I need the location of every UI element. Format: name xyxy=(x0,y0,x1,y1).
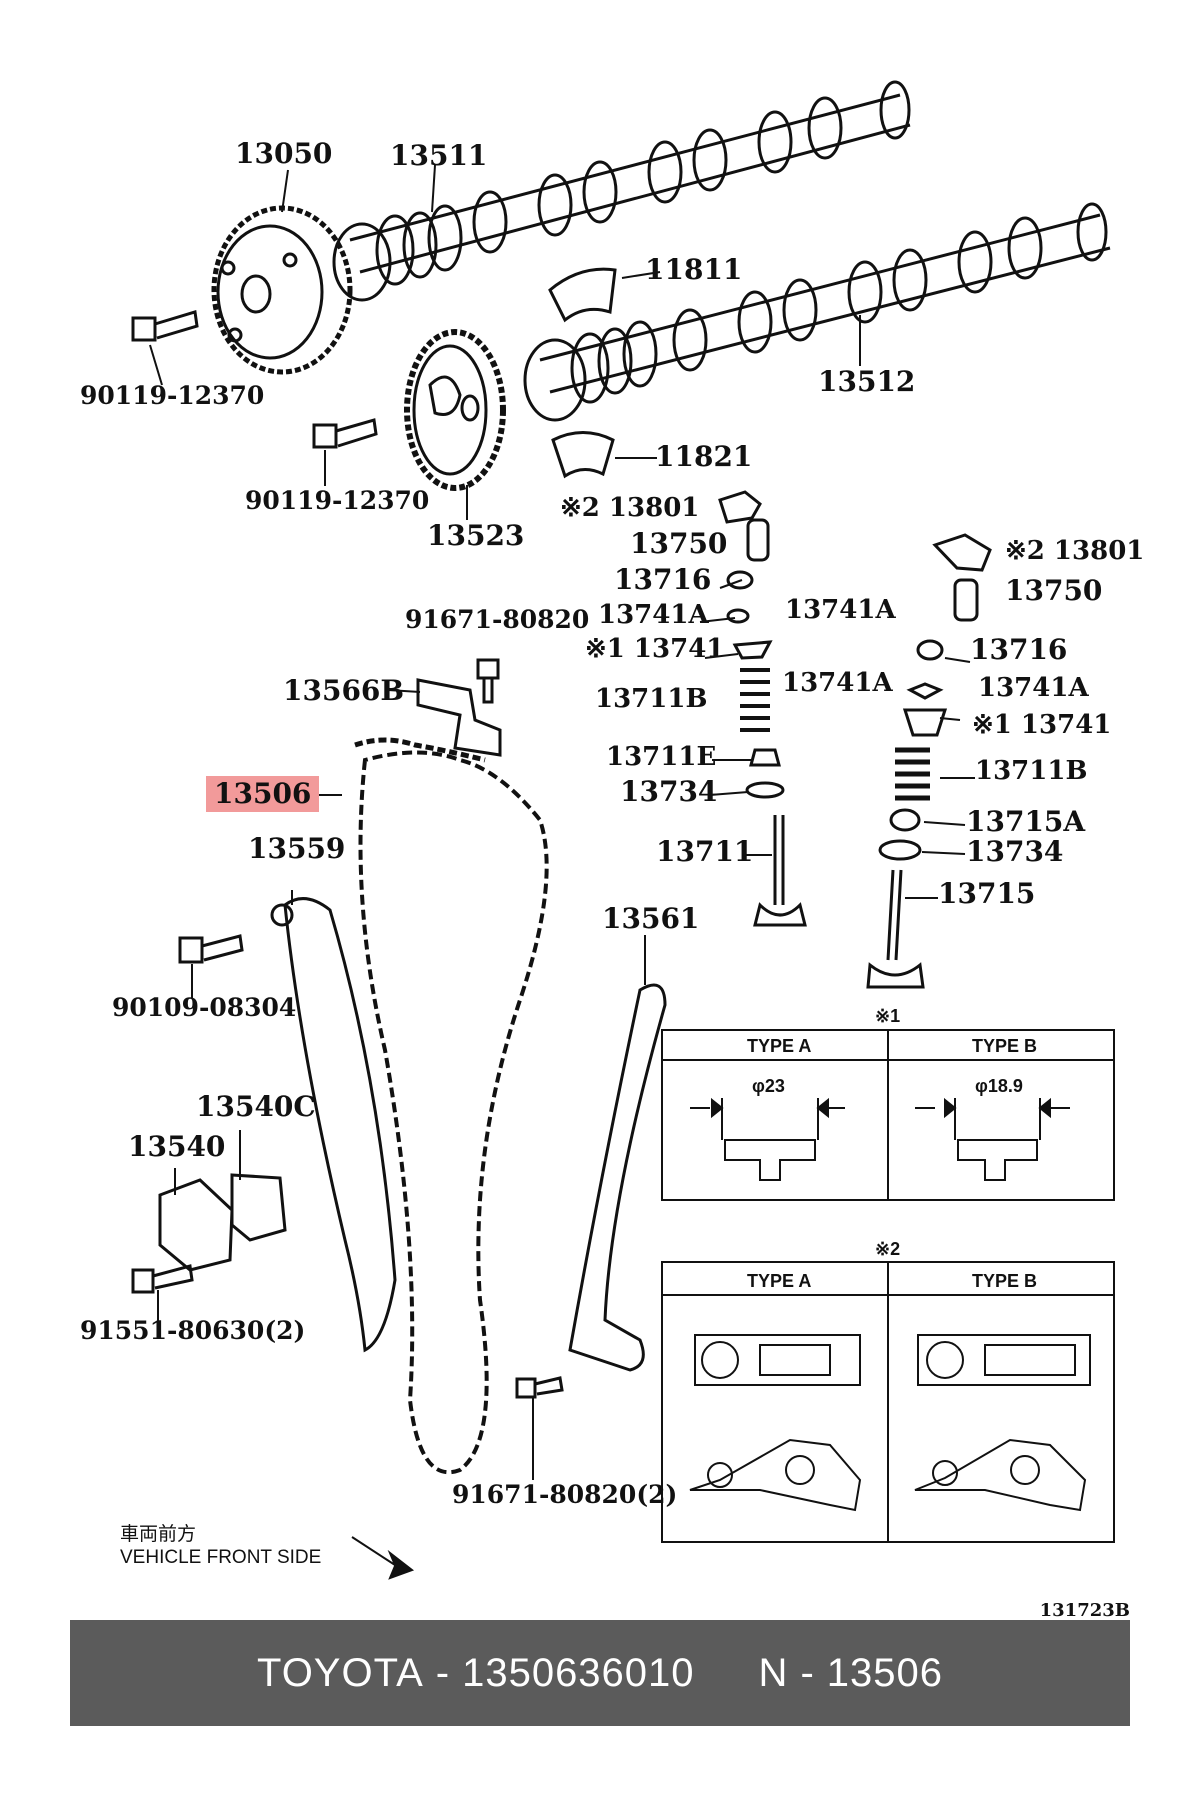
diagram-code: 131723B xyxy=(1039,1600,1130,1621)
front-arrow xyxy=(351,1536,415,1580)
label-91671-a: 91671-80820 xyxy=(405,605,590,634)
label-13741A-d: 13741A xyxy=(978,673,1089,703)
label-13540C: 13540C xyxy=(196,1090,316,1123)
bolt-91671-a xyxy=(476,658,500,704)
timing-chain-13506 xyxy=(358,750,549,1475)
label-13801-b: ※2 13801 xyxy=(1005,536,1145,566)
label-13716-b: 13716 xyxy=(970,633,1068,666)
label-91551: 91551-80630(2) xyxy=(80,1316,306,1345)
bolt-90109 xyxy=(178,934,244,964)
label-91671-b: 91671-80820(2) xyxy=(452,1480,678,1509)
footer-sep1: - xyxy=(435,1650,451,1695)
label-13750-a: 13750 xyxy=(630,527,728,560)
bolt-91671-b xyxy=(515,1376,564,1399)
label-13741A-c: 13741A xyxy=(782,668,893,698)
note2-typeB: TYPE B xyxy=(972,1271,1037,1291)
label-13734-a: 13734 xyxy=(620,775,718,808)
footer-ref: 13506 xyxy=(826,1650,943,1695)
label-13734-b: 13734 xyxy=(966,835,1064,868)
label-90119-a: 90119-12370 xyxy=(80,381,265,410)
footer-part-number: 1350636010 xyxy=(462,1650,695,1695)
label-13559: 13559 xyxy=(248,832,346,865)
note1-mark: ※1 xyxy=(875,1006,900,1026)
note1-typeA: TYPE A xyxy=(747,1036,811,1056)
bolt-90119-a xyxy=(131,310,199,342)
label-13750-b: 13750 xyxy=(1005,574,1103,607)
bearing-11821 xyxy=(551,431,615,479)
label-90119-b: 90119-12370 xyxy=(245,486,430,515)
label-90109: 90109-08304 xyxy=(112,993,297,1022)
vehicle-front-note: 車両前方 VEHICLE FRONT SIDE xyxy=(120,1524,321,1570)
label-13741-a: ※1 13741 xyxy=(585,634,725,664)
vehicle-front-en: VEHICLE FRONT SIDE xyxy=(120,1546,322,1568)
label-13512: 13512 xyxy=(818,365,916,398)
chain-guide-13566B xyxy=(416,678,502,757)
footer-ref-prefix: N xyxy=(758,1650,789,1695)
label-13741A-a: 13741A xyxy=(598,600,709,630)
tensioner-13540 xyxy=(158,1178,234,1272)
label-11821: 11821 xyxy=(655,440,753,473)
label-13741A-b: 13741A xyxy=(785,595,896,625)
label-13716-a: 13716 xyxy=(614,563,712,596)
label-13050: 13050 xyxy=(235,137,333,170)
note1-typeB: TYPE B xyxy=(972,1036,1037,1056)
label-13715: 13715 xyxy=(938,877,1036,910)
footer-brand: TOYOTA xyxy=(256,1650,424,1695)
sprocket-13523 xyxy=(404,329,506,491)
label-11811: 11811 xyxy=(645,253,743,286)
note1-dimB: φ18.9 xyxy=(975,1076,1023,1096)
camshaft-13512 xyxy=(523,202,1111,422)
valve-train-right xyxy=(866,533,992,989)
label-13741-b: ※1 13741 xyxy=(972,710,1112,740)
label-13711E: 13711E xyxy=(606,742,717,772)
camshaft-13511 xyxy=(332,80,911,302)
label-13711: 13711 xyxy=(656,835,754,868)
label-13561: 13561 xyxy=(602,902,700,935)
bolt-90119-b xyxy=(312,418,378,449)
valve-train-left xyxy=(718,490,807,927)
label-13506-highlighted: 13506 xyxy=(206,776,320,812)
part-footer: TOYOTA - 1350636010 N - 13506 xyxy=(70,1620,1130,1726)
chain-guide-13561 xyxy=(568,983,667,1372)
gasket-13540C xyxy=(230,1173,287,1242)
bolt-91551 xyxy=(131,1264,194,1294)
label-13566B: 13566B xyxy=(283,674,405,707)
vehicle-front-jp: 車両前方 xyxy=(120,1524,197,1545)
chain-slipper-13559 xyxy=(283,897,397,1353)
note2-mark: ※2 xyxy=(875,1239,900,1259)
label-13523: 13523 xyxy=(427,519,525,552)
footer-sep2: - xyxy=(800,1650,815,1695)
bearing-11811 xyxy=(548,267,617,323)
label-13511: 13511 xyxy=(390,139,488,172)
label-13711B-b: 13711B xyxy=(975,756,1088,786)
note1-table xyxy=(661,1029,1115,1201)
label-13801-a: ※2 13801 xyxy=(560,493,700,523)
note1-dimA: φ23 xyxy=(752,1076,785,1096)
note2-typeA: TYPE A xyxy=(747,1271,811,1291)
label-13715A: 13715A xyxy=(966,805,1086,838)
label-13711B-a: 13711B xyxy=(595,684,708,714)
note2-table xyxy=(661,1261,1115,1543)
label-13540: 13540 xyxy=(128,1130,226,1163)
vvt-sprocket-13050 xyxy=(211,205,353,375)
